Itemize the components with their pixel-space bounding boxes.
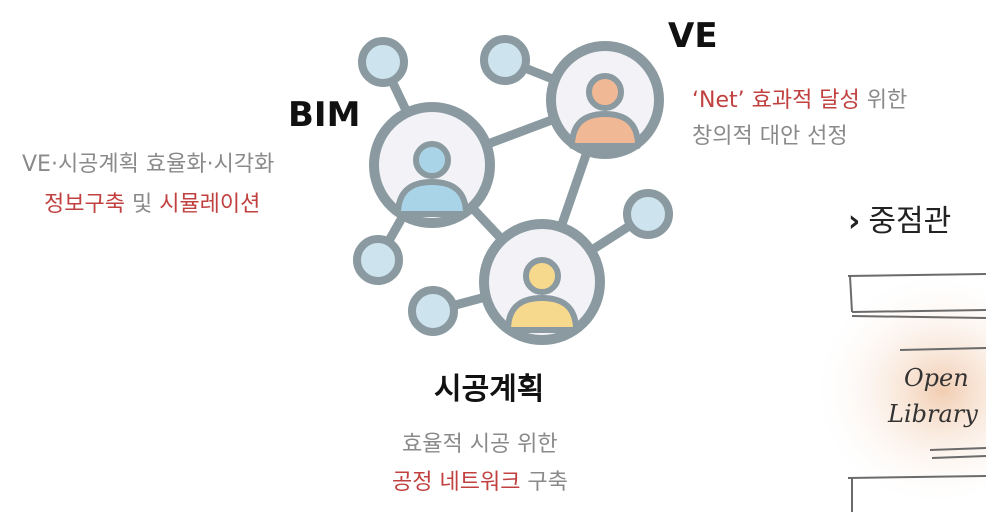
person-icon xyxy=(395,141,469,217)
construction-plan-node xyxy=(479,219,605,345)
ve-description-line2: 창의적 대안 선정 xyxy=(692,124,848,149)
ve-description-rest: 위한 xyxy=(859,88,908,113)
construction-plan-highlight: 공정 네트워크 xyxy=(392,470,521,495)
section-heading-text: 중점관 xyxy=(868,204,952,239)
satellite-node xyxy=(353,235,403,285)
person-icon xyxy=(505,257,579,333)
ve-title: VE xyxy=(668,16,718,56)
sketch-label-library: Library xyxy=(888,400,978,428)
bim-description-line2: 정보구축 및 시뮬레이션 xyxy=(44,186,260,218)
library-sketch xyxy=(810,273,986,512)
ve-highlight: ‘Net’ 효과적 달성 xyxy=(692,88,860,113)
construction-plan-description-line1: 효율적 시공 위한 xyxy=(402,432,558,457)
ve-node xyxy=(546,41,664,159)
construction-plan-title: 시공계획 xyxy=(434,372,545,407)
person-icon xyxy=(569,73,641,149)
bim-conjunction: 및 xyxy=(124,192,160,217)
satellite-node xyxy=(408,286,458,336)
bim-highlight-simulation: 시뮬레이션 xyxy=(159,192,261,217)
bim-description-line1: VE·시공계획 효율화·시각화 xyxy=(22,152,275,177)
construction-plan-description-line2: 공정 네트워크 구축 xyxy=(392,464,568,496)
satellite-node xyxy=(623,189,673,239)
satellite-nodes xyxy=(353,35,673,336)
sketch-label-open: Open xyxy=(904,364,969,392)
bim-highlight-info: 정보구축 xyxy=(44,192,125,217)
satellite-node xyxy=(480,35,530,85)
construction-plan-description-rest: 구축 xyxy=(520,470,568,495)
bim-title: BIM xyxy=(288,95,361,135)
chevron-right-icon: › xyxy=(848,204,861,239)
satellite-node xyxy=(358,37,408,87)
section-heading: ›중점관 xyxy=(848,196,951,240)
ve-description-line1: ‘Net’ 효과적 달성 위한 xyxy=(692,82,907,114)
bim-node xyxy=(369,102,495,228)
